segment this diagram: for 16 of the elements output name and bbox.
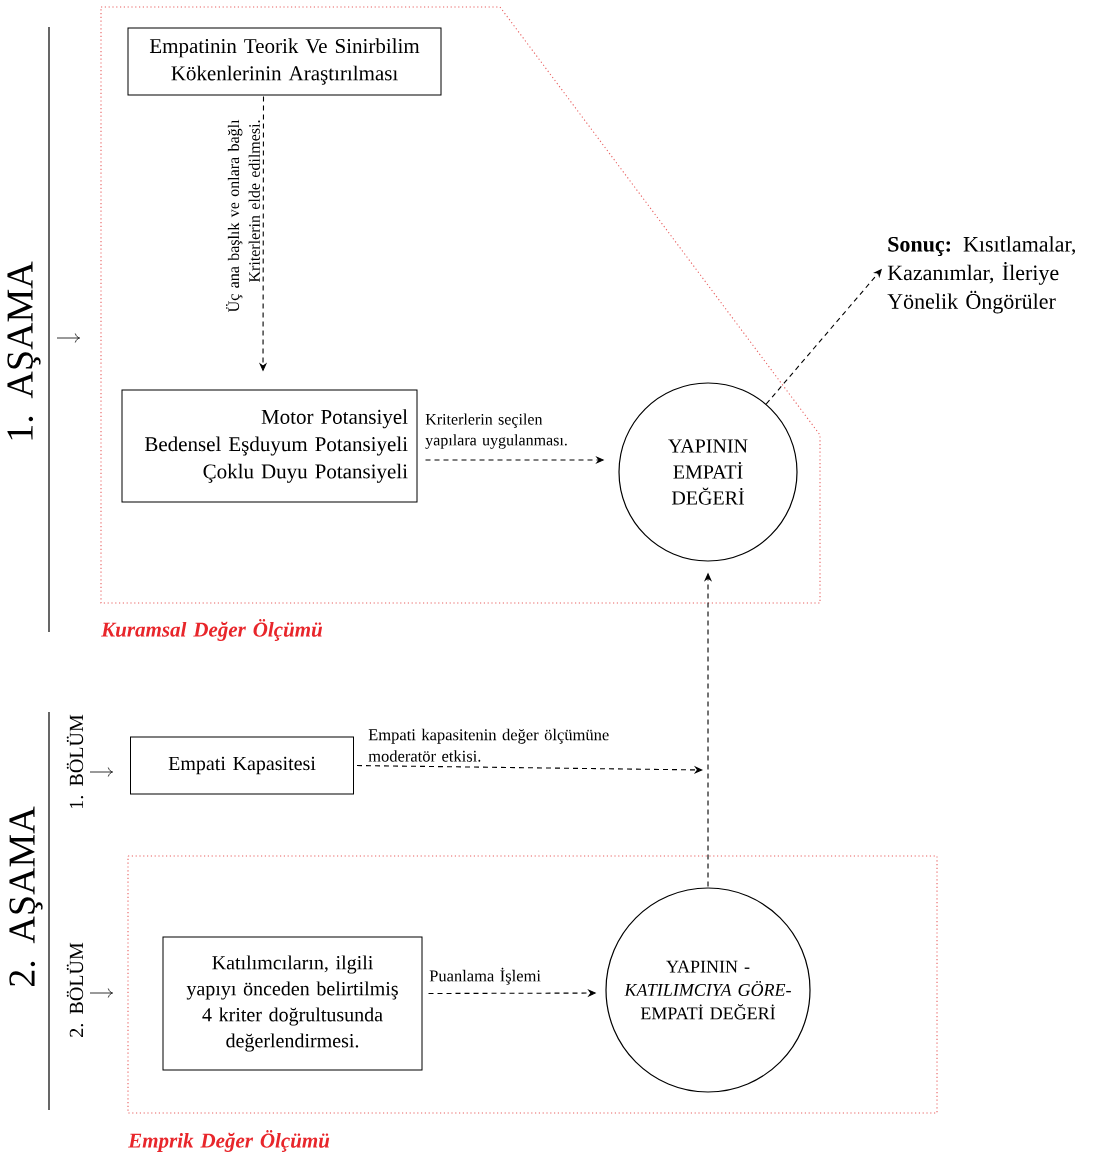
result-text: Sonuç: Kısıtlamalar, Kazanımlar, İleriye Yönelik Öngörüler <box>887 236 1075 314</box>
edge-label: Üç ana başlık ve onlara bağlı Kriterlerin elde edilmesi. <box>226 119 260 312</box>
arrow <box>356 765 703 774</box>
process-box: Motor Potansiyel Bedensel Eşduyum Potansiyeli Çoklu Duyu Potansiyeli <box>121 389 418 503</box>
process-box: Empatinin Teorik Ve Sinirbilim Kökenlerinin Araştırılması <box>127 27 442 96</box>
process-box: Katılımcıların, ilgili yapıyı önceden belirtilmiş 4 kriter doğrultusunda değerlendirmesi. <box>162 936 423 1071</box>
edge-label: Empati kapasitenin değer ölçümüne moderatör etkisi. <box>368 728 609 762</box>
stage-label: 1. BÖLÜM <box>66 714 84 808</box>
process-box: Empati Kapasitesi <box>130 736 354 795</box>
stage-label: 2. BÖLÜM <box>66 942 84 1037</box>
region-title: Kuramsal Değer Ölçümü <box>101 619 323 641</box>
edge-label: Kriterlerin seçilen yapılara uygulanması. <box>425 413 567 449</box>
region-title: Emprik Değer Ölçümü <box>128 1130 330 1152</box>
stage-label: 1. AŞAMA <box>7 261 41 440</box>
stage-label: 2. AŞAMA <box>9 806 43 987</box>
edge-label: Puanlama İşlemi <box>429 967 541 985</box>
